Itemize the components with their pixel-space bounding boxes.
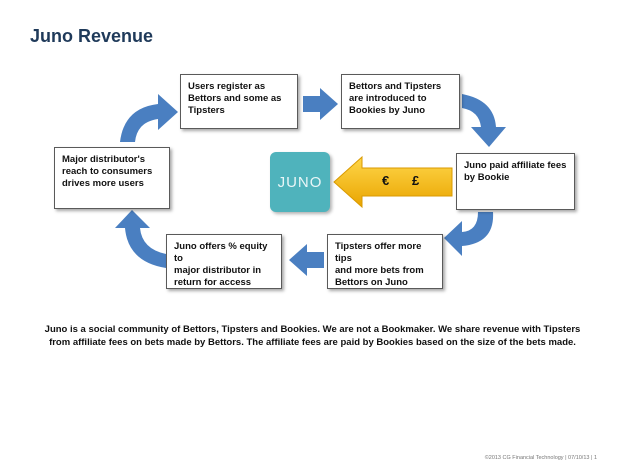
pound-symbol: £ xyxy=(412,173,420,188)
arrow-equity-to-reach xyxy=(115,210,166,268)
step-tips-box: Tipsters offer more tips and more bets f… xyxy=(327,234,443,289)
step-equity-box: Juno offers % equity to major distributo… xyxy=(166,234,282,289)
step-reach-box: Major distributor's reach to consumers d… xyxy=(54,147,170,209)
arrow-fees-to-juno xyxy=(333,155,453,209)
step-register-box: Users register as Bettors and some as Ti… xyxy=(180,74,298,129)
arrow-reach-to-register xyxy=(120,94,178,142)
arrow-introduced-to-fees xyxy=(462,94,506,147)
step-fees-box: Juno paid affiliate fees by Bookie xyxy=(456,153,575,210)
page-title: Juno Revenue xyxy=(30,26,154,46)
step-introduced-box: Bettors and Tipsters are introduced to B… xyxy=(341,74,460,129)
arrow-fees-to-tips xyxy=(444,212,494,256)
arrow-tips-to-equity xyxy=(289,244,324,276)
arrow-register-to-introduced xyxy=(303,88,338,120)
juno-logo: JUNO xyxy=(270,152,330,212)
footer-text: ©2013 CG Financial Technology | 07/10/13… xyxy=(484,455,597,461)
euro-symbol: € xyxy=(382,173,390,188)
description-text: Juno is a social community of Bettors, T… xyxy=(44,324,581,348)
